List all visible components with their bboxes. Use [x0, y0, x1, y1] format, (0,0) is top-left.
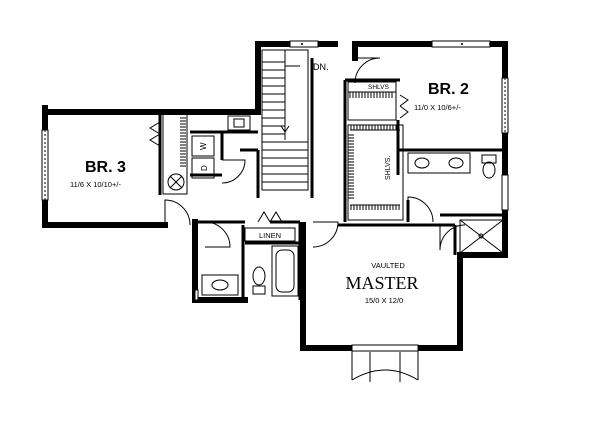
linen-closet — [244, 227, 296, 242]
closet-rod-hatch — [348, 125, 400, 210]
br2-bath-vanity — [407, 152, 471, 174]
window-br3-west — [41, 129, 49, 201]
hall-toilet — [252, 266, 266, 286]
door-br2-bath — [407, 196, 434, 223]
door-br2-closet-bifold — [399, 94, 409, 119]
door-laundry — [221, 159, 246, 184]
door-br2 — [354, 57, 381, 84]
room-name-master: MASTER — [345, 273, 418, 293]
interior-walls — [158, 58, 505, 300]
bath-br2 — [407, 152, 497, 179]
master-closet-shelves-label: SHLVS. — [385, 156, 392, 180]
door-br3 — [164, 199, 191, 226]
hall-tub — [271, 245, 299, 297]
door-master-bath — [439, 224, 466, 251]
exterior-walls — [42, 41, 508, 351]
room-name-br3: BR. 3 — [85, 159, 126, 176]
room-vaulted-master: VAULTED — [371, 261, 405, 270]
room-dims-br3: 11/6 X 10/10+/- — [70, 180, 121, 189]
room-dims-master: 15/0 X 12/0 — [365, 296, 403, 305]
room-dims-br2: 11/0 X 10/6+/- — [414, 103, 461, 112]
dryer-label: D — [200, 165, 209, 171]
br2-closet-hatch — [349, 92, 393, 98]
stair-treads — [262, 61, 308, 183]
br3-closet — [162, 113, 188, 195]
door-master — [312, 221, 339, 248]
door-hall-bath — [204, 221, 231, 248]
br3-closet-hatch — [180, 117, 186, 167]
window-master-south — [351, 344, 419, 352]
stairs-down-label: DN. — [313, 62, 329, 72]
laundry — [167, 115, 251, 191]
br2-toilet-tank — [481, 154, 497, 164]
water-heater — [167, 173, 185, 191]
dryer — [191, 157, 215, 179]
stair-arrow — [280, 65, 300, 133]
master-bay-window — [351, 348, 419, 381]
br2-shelves-label: SHLVS — [368, 84, 389, 91]
door-linen-bifold — [257, 211, 283, 223]
hall-bath-vanity — [201, 274, 239, 296]
hall-toilet-tank — [252, 285, 266, 295]
window-bath-east — [501, 174, 509, 211]
washer — [191, 135, 215, 157]
washer-label: W — [199, 142, 208, 150]
br2-toilet — [482, 161, 496, 179]
bath-hall — [201, 245, 299, 297]
laundry-sink — [227, 115, 251, 131]
linen-label: LINEN — [259, 231, 281, 240]
window-dots — [301, 43, 491, 45]
doors — [149, 57, 466, 251]
master-shower — [459, 219, 504, 254]
window-stair-north — [289, 40, 319, 48]
door-br3-closet-bifold — [149, 121, 161, 147]
room-name-br2: BR. 2 — [428, 81, 469, 98]
